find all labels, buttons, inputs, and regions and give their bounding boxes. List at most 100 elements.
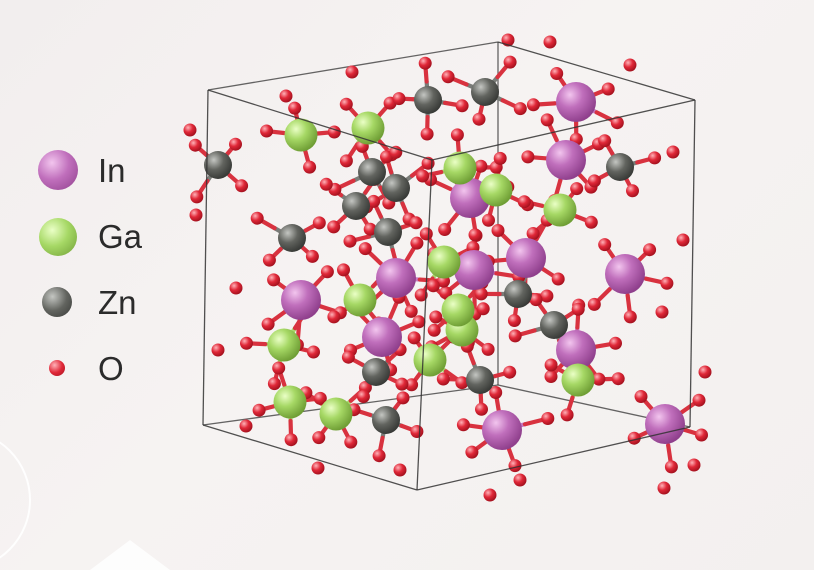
oxygen-atom — [450, 128, 464, 142]
oxygen-atom — [327, 220, 341, 234]
oxygen-atom — [356, 390, 370, 403]
indium-atom — [376, 258, 416, 298]
unit-cell-front-edges — [202, 41, 696, 491]
oxygen-atom — [598, 238, 612, 252]
oxygen-atom — [664, 460, 678, 474]
oxygen-atom — [405, 378, 419, 392]
oxygen-atom — [698, 365, 712, 379]
oxygen-atom — [493, 151, 507, 165]
oxygen-atom — [235, 179, 249, 193]
oxygen-atom — [660, 276, 674, 290]
oxygen-atom — [489, 386, 503, 399]
oxygen-atom — [412, 315, 426, 329]
oxygen-atom — [396, 391, 410, 405]
oxygen-atom — [279, 89, 293, 103]
indium-atom — [556, 330, 596, 370]
oxygen-atom — [312, 431, 326, 445]
oxygen-atom — [441, 70, 455, 84]
oxygen-atom — [414, 288, 428, 302]
oxygen-atom — [339, 97, 353, 111]
zinc-atom — [342, 192, 370, 220]
oxygen-atom — [262, 253, 276, 267]
oxygen-atom — [475, 402, 488, 416]
oxygen-atom — [229, 281, 243, 295]
oxygen-atom — [610, 116, 624, 130]
oxygen-atom — [426, 279, 440, 293]
oxygen-atom — [436, 372, 450, 386]
cell-edge — [431, 99, 696, 161]
oxygen-atom — [188, 138, 202, 152]
indium-swatch-icon — [38, 150, 78, 190]
cell-edge — [207, 89, 433, 161]
oxygen-atom — [284, 433, 298, 447]
oxygen-atom — [407, 331, 421, 345]
legend-label-ga: Ga — [98, 218, 143, 255]
oxygen-atom — [623, 310, 637, 324]
oxygen-atom — [507, 314, 521, 327]
legend-item-zn: Zn — [38, 282, 198, 348]
oxygen-atom — [627, 431, 641, 445]
oxygen-atom — [343, 234, 357, 248]
oxygen-atom — [313, 391, 327, 405]
cell-edge — [202, 424, 418, 491]
oxygen-atom — [337, 263, 350, 277]
oxygen-atom — [587, 297, 601, 311]
oxygen-atom — [320, 265, 334, 279]
oxygen-atom — [584, 215, 598, 229]
oxygen-atom — [303, 160, 317, 174]
zinc-atom — [382, 174, 410, 202]
oxygen-atom — [571, 302, 585, 316]
oxygen-atom — [456, 418, 470, 432]
oxygen-atom — [410, 425, 424, 438]
oxygen-atom — [211, 343, 225, 357]
legend-label-o: O — [98, 350, 124, 387]
oxygen-atom — [438, 223, 452, 236]
zinc-atom — [374, 218, 402, 246]
gallium-atom — [351, 111, 385, 145]
gallium-atom — [273, 385, 307, 419]
oxygen-atom — [363, 222, 377, 236]
oxygen-atom — [190, 190, 204, 204]
oxygen-atom — [483, 488, 497, 502]
indium-atom — [506, 238, 546, 278]
oxygen-atom — [319, 177, 333, 191]
oxygen-atom — [482, 213, 495, 227]
zinc-atom — [471, 78, 499, 106]
gallium-atom — [443, 151, 477, 185]
oxygen-atom — [339, 154, 353, 168]
gallium-atom — [543, 193, 577, 227]
zinc-atom — [372, 406, 400, 434]
oxygen-atom — [687, 458, 701, 472]
oxygen-atom — [508, 459, 522, 473]
oxygen-atom — [267, 377, 281, 391]
oxygen-atom — [692, 393, 706, 407]
legend: In Ga Zn O — [38, 150, 198, 414]
oxygen-atom — [474, 287, 488, 301]
oxygen-atom — [481, 342, 495, 356]
gallium-atom — [284, 118, 318, 152]
oxygen-atom — [526, 98, 540, 112]
oxygen-atom — [358, 242, 372, 256]
zinc-atom — [358, 158, 386, 186]
oxygen-atom — [611, 372, 625, 386]
oxygen-atom — [643, 243, 657, 257]
oxygen-atom — [272, 361, 286, 375]
oxygen-atom — [601, 82, 615, 96]
indium-atom — [454, 250, 494, 290]
oxygen-atom — [513, 102, 527, 116]
oxygen-atom — [587, 174, 601, 188]
legend-item-o: O — [38, 348, 198, 414]
zinc-atom — [414, 86, 442, 114]
zinc-atom — [466, 366, 494, 394]
oxygen-atom — [312, 216, 326, 230]
oxygen-atom — [560, 408, 574, 422]
zinc-atom — [362, 358, 390, 386]
oxygen-atom — [666, 145, 680, 159]
oxygen-atom — [404, 304, 418, 318]
cell-edge — [416, 159, 433, 491]
oxygen-atom — [419, 227, 433, 241]
oxygen-atom — [508, 329, 522, 343]
oxygen-atom — [634, 390, 648, 403]
legend-item-ga: Ga — [38, 216, 198, 282]
